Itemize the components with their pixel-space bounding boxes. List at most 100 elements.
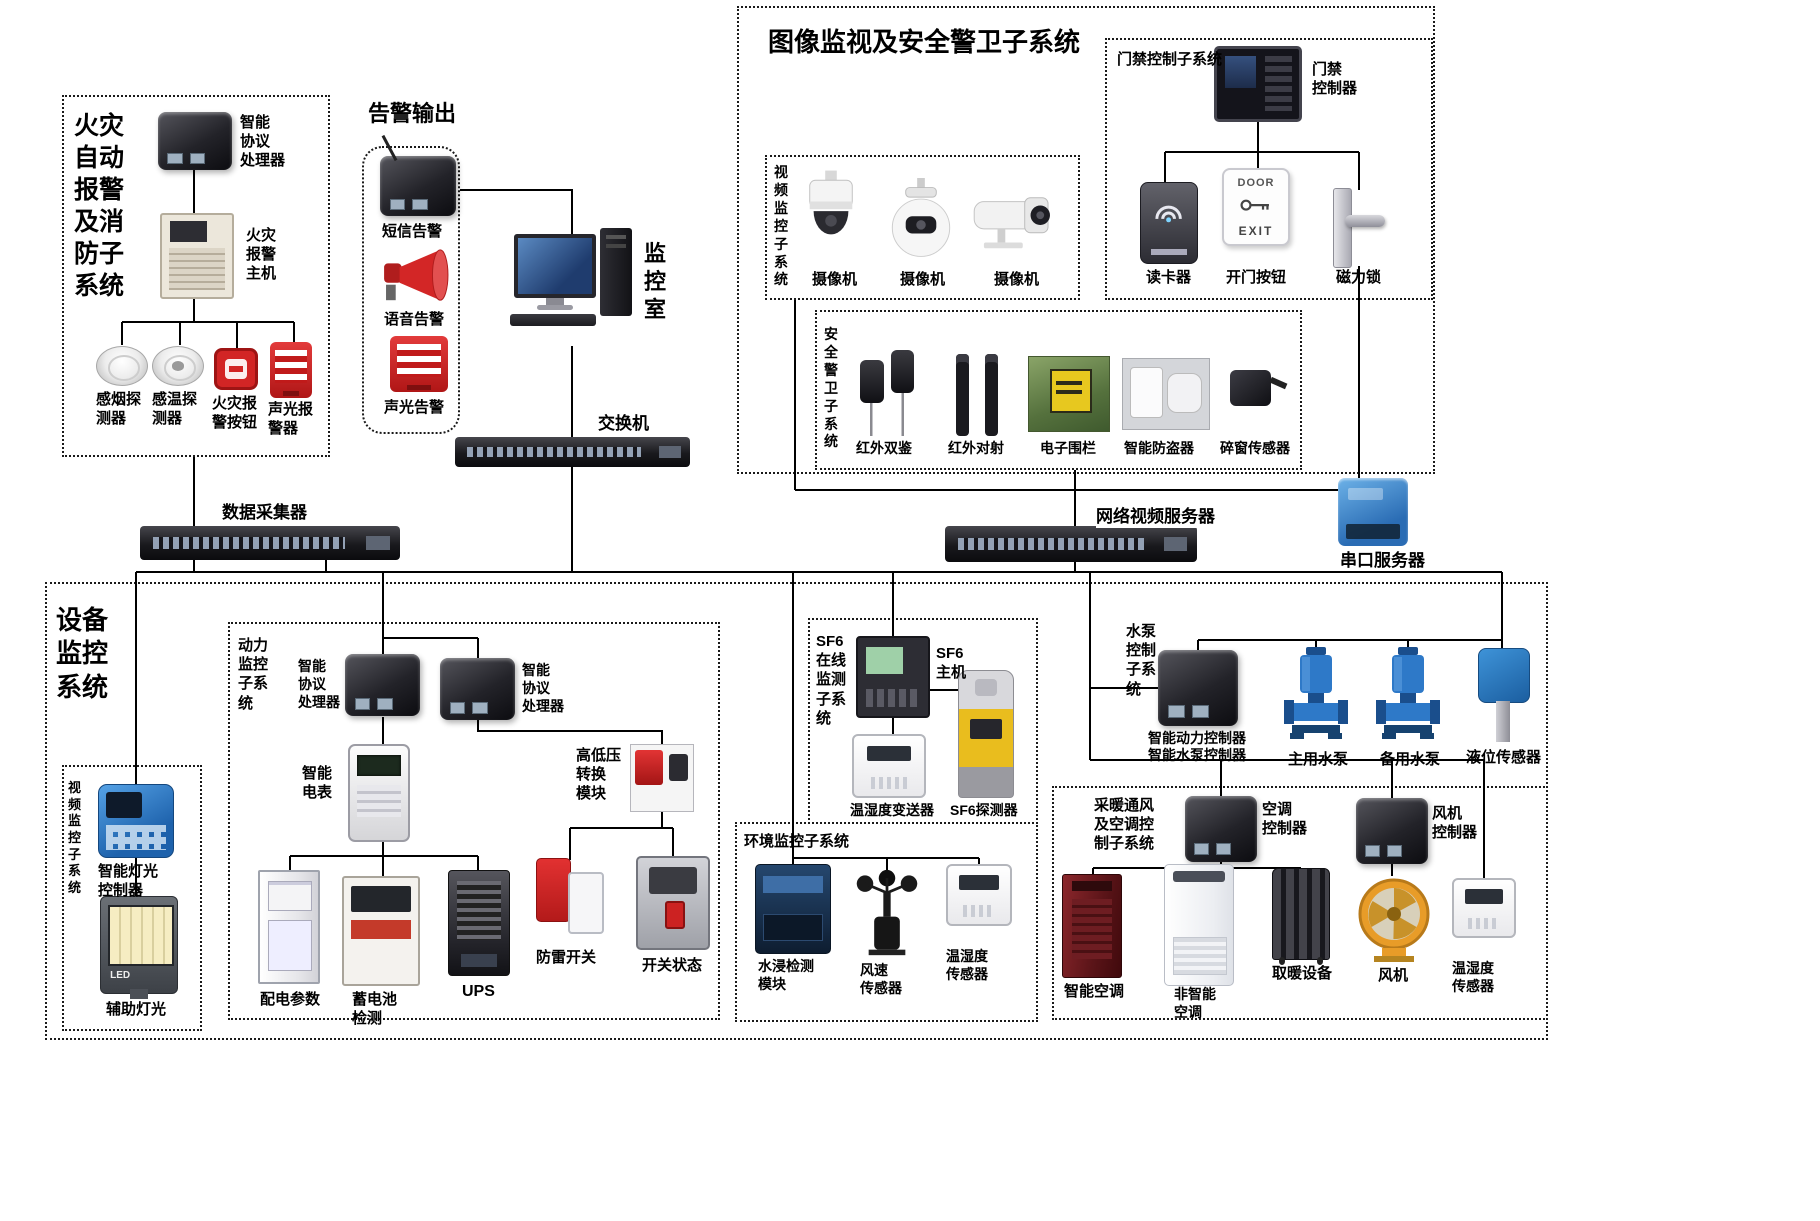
electronic-fence-label: 电子围栏: [1040, 440, 1096, 456]
key-icon: [1239, 197, 1272, 213]
fire-system-box: [62, 95, 330, 457]
environment-title: 环境监控子系统: [744, 833, 850, 850]
data-collector-device: [140, 526, 400, 560]
distribution-label: 配电参数: [260, 991, 321, 1008]
alarm-output-title: 告警输出: [368, 101, 457, 126]
smart-ac-label: 智能空调: [1064, 983, 1125, 1000]
camera-1-label: 摄像机: [812, 271, 858, 288]
ac-controller-device: [1185, 796, 1257, 862]
pump-controller-label-2: 智能水泵控制器: [1148, 747, 1246, 763]
infrared-beam-label: 红外对射: [948, 440, 1004, 456]
wind-sensor-label: 风速 传感器: [860, 962, 902, 996]
water-leak-label: 水浸检测 模块: [758, 958, 814, 992]
monitor-base-icon: [537, 305, 573, 310]
battery-label: 蓄电池 检测: [352, 991, 398, 1028]
access-controller-device: [1214, 46, 1302, 122]
door-open-button-device: DOOR EXIT: [1222, 168, 1290, 246]
smart-meter-device: [348, 744, 410, 842]
equipment-video-title: 视 频 监 控 子 系 统: [68, 780, 82, 895]
door-button-label: 开门按钮: [1226, 269, 1287, 286]
sound-light-alarm-device: [270, 342, 312, 398]
sms-alarm-label: 短信告警: [382, 223, 443, 240]
equipment-system-title: 设备 监控 系统: [56, 605, 109, 702]
pump-controller-device: [1158, 650, 1238, 726]
hvac-control-box: [1052, 786, 1548, 1020]
infrared-dual-detector-icon: [858, 350, 916, 436]
monitor-icon: [514, 234, 596, 298]
env-th-sensor-label: 温湿度 传感器: [946, 948, 988, 982]
switch-label: 交换机: [598, 414, 649, 433]
wind-sensor-icon: [854, 868, 920, 958]
monitor-stand-icon: [546, 298, 564, 305]
sf6-detector-label: SF6探测器: [950, 802, 1018, 818]
security-guard-title: 安 全 警 卫 子 系 统: [824, 326, 838, 450]
fire-protocol-processor-device: [158, 112, 232, 170]
infrared-dual-label: 红外双鉴: [856, 440, 912, 456]
lightning-protection-device: [533, 858, 607, 938]
electronic-fence-icon: [1028, 356, 1110, 432]
heater-label: 取暖设备: [1272, 965, 1333, 982]
fire-wires: [121, 170, 295, 526]
video-surveillance-title: 视 频 监 控 子 系 统: [774, 164, 788, 288]
camera-3-label: 摄像机: [994, 271, 1040, 288]
security-guard-box: [815, 310, 1302, 470]
access-control-box: [1105, 38, 1433, 300]
dome-camera-icon: [802, 170, 860, 262]
backup-pump-label: 备用水泵: [1380, 751, 1441, 768]
door-text: DOOR: [1237, 176, 1275, 189]
distribution-cabinet-device: [258, 870, 320, 984]
power-monitoring-title: 动力 监控 子系 统: [238, 637, 269, 712]
breaker-status-device: [636, 856, 710, 950]
anti-theft-device-icon: [1122, 358, 1210, 430]
card-reader-device: [1140, 182, 1198, 264]
hvac-th-sensor-device: [1452, 878, 1516, 938]
surveillance-wires: [794, 122, 1360, 526]
serial-server-device: [1338, 478, 1408, 546]
network-video-server-device: [945, 526, 1197, 562]
sound-light-output-label: 声光告警: [384, 399, 445, 416]
equipment-video-box: [62, 765, 202, 1031]
backbone-wires: [136, 189, 1502, 573]
camera-2-label: 摄像机: [900, 271, 946, 288]
voice-alarm-horn-icon: [382, 246, 452, 306]
fire-alarm-button-device: [214, 348, 258, 390]
hvac-title: 采暖通风 及空调控 制子系统: [1094, 797, 1155, 853]
hvac-th-sensor-label: 温湿度 传感器: [1452, 960, 1494, 994]
flood-light-icon: LED: [100, 896, 178, 999]
hv-conversion-module-device: [630, 744, 694, 812]
wifi-icon: [1149, 196, 1188, 228]
glass-break-sensor-icon: [1224, 360, 1288, 424]
sf6-host-label: SF6 主机: [936, 645, 967, 682]
environment-monitoring-box: [735, 822, 1038, 1022]
fan-controller-device: [1356, 798, 1428, 864]
serial-server-label: 串口服务器: [1340, 551, 1425, 570]
th-transmitter-device: [852, 734, 926, 798]
light-controller-device: [98, 784, 174, 858]
main-pump-label: 主用水泵: [1288, 751, 1349, 768]
alarm-output-box: [362, 146, 460, 434]
lightning-label: 防雷开关: [536, 949, 597, 966]
data-collector-label: 数据采集器: [222, 503, 307, 522]
power-monitoring-box: [228, 622, 720, 1020]
env-th-sensor-device: [946, 864, 1012, 926]
infrared-beam-icon: [950, 354, 1004, 436]
th-transmitter-label: 温湿度变送器: [850, 802, 934, 818]
smoke-detector-label: 感烟探 测器: [96, 391, 142, 428]
ptz-camera-icon: [886, 178, 956, 266]
ups-device: [448, 870, 510, 976]
fan-label: 风机: [1378, 967, 1409, 984]
basic-ac-label: 非智能 空调: [1174, 986, 1216, 1020]
glass-break-label: 碎窗传感器: [1220, 440, 1290, 456]
pump-title: 水泵 控制 子系 统: [1126, 623, 1157, 698]
light-controller-label: 智能灯光 控制器: [98, 863, 159, 900]
basic-ac-device: [1164, 864, 1234, 986]
video-surveillance-box: [765, 155, 1080, 300]
fire-protocol-processor-label: 智能 协议 处理器: [240, 114, 286, 170]
temperature-detector-device: [152, 346, 204, 386]
main-pump-icon: [1284, 646, 1348, 746]
surveillance-title: 图像监视及安全警卫子系统: [768, 27, 1081, 57]
backup-pump-icon: [1376, 646, 1440, 746]
bullet-camera-icon: [970, 190, 1060, 258]
